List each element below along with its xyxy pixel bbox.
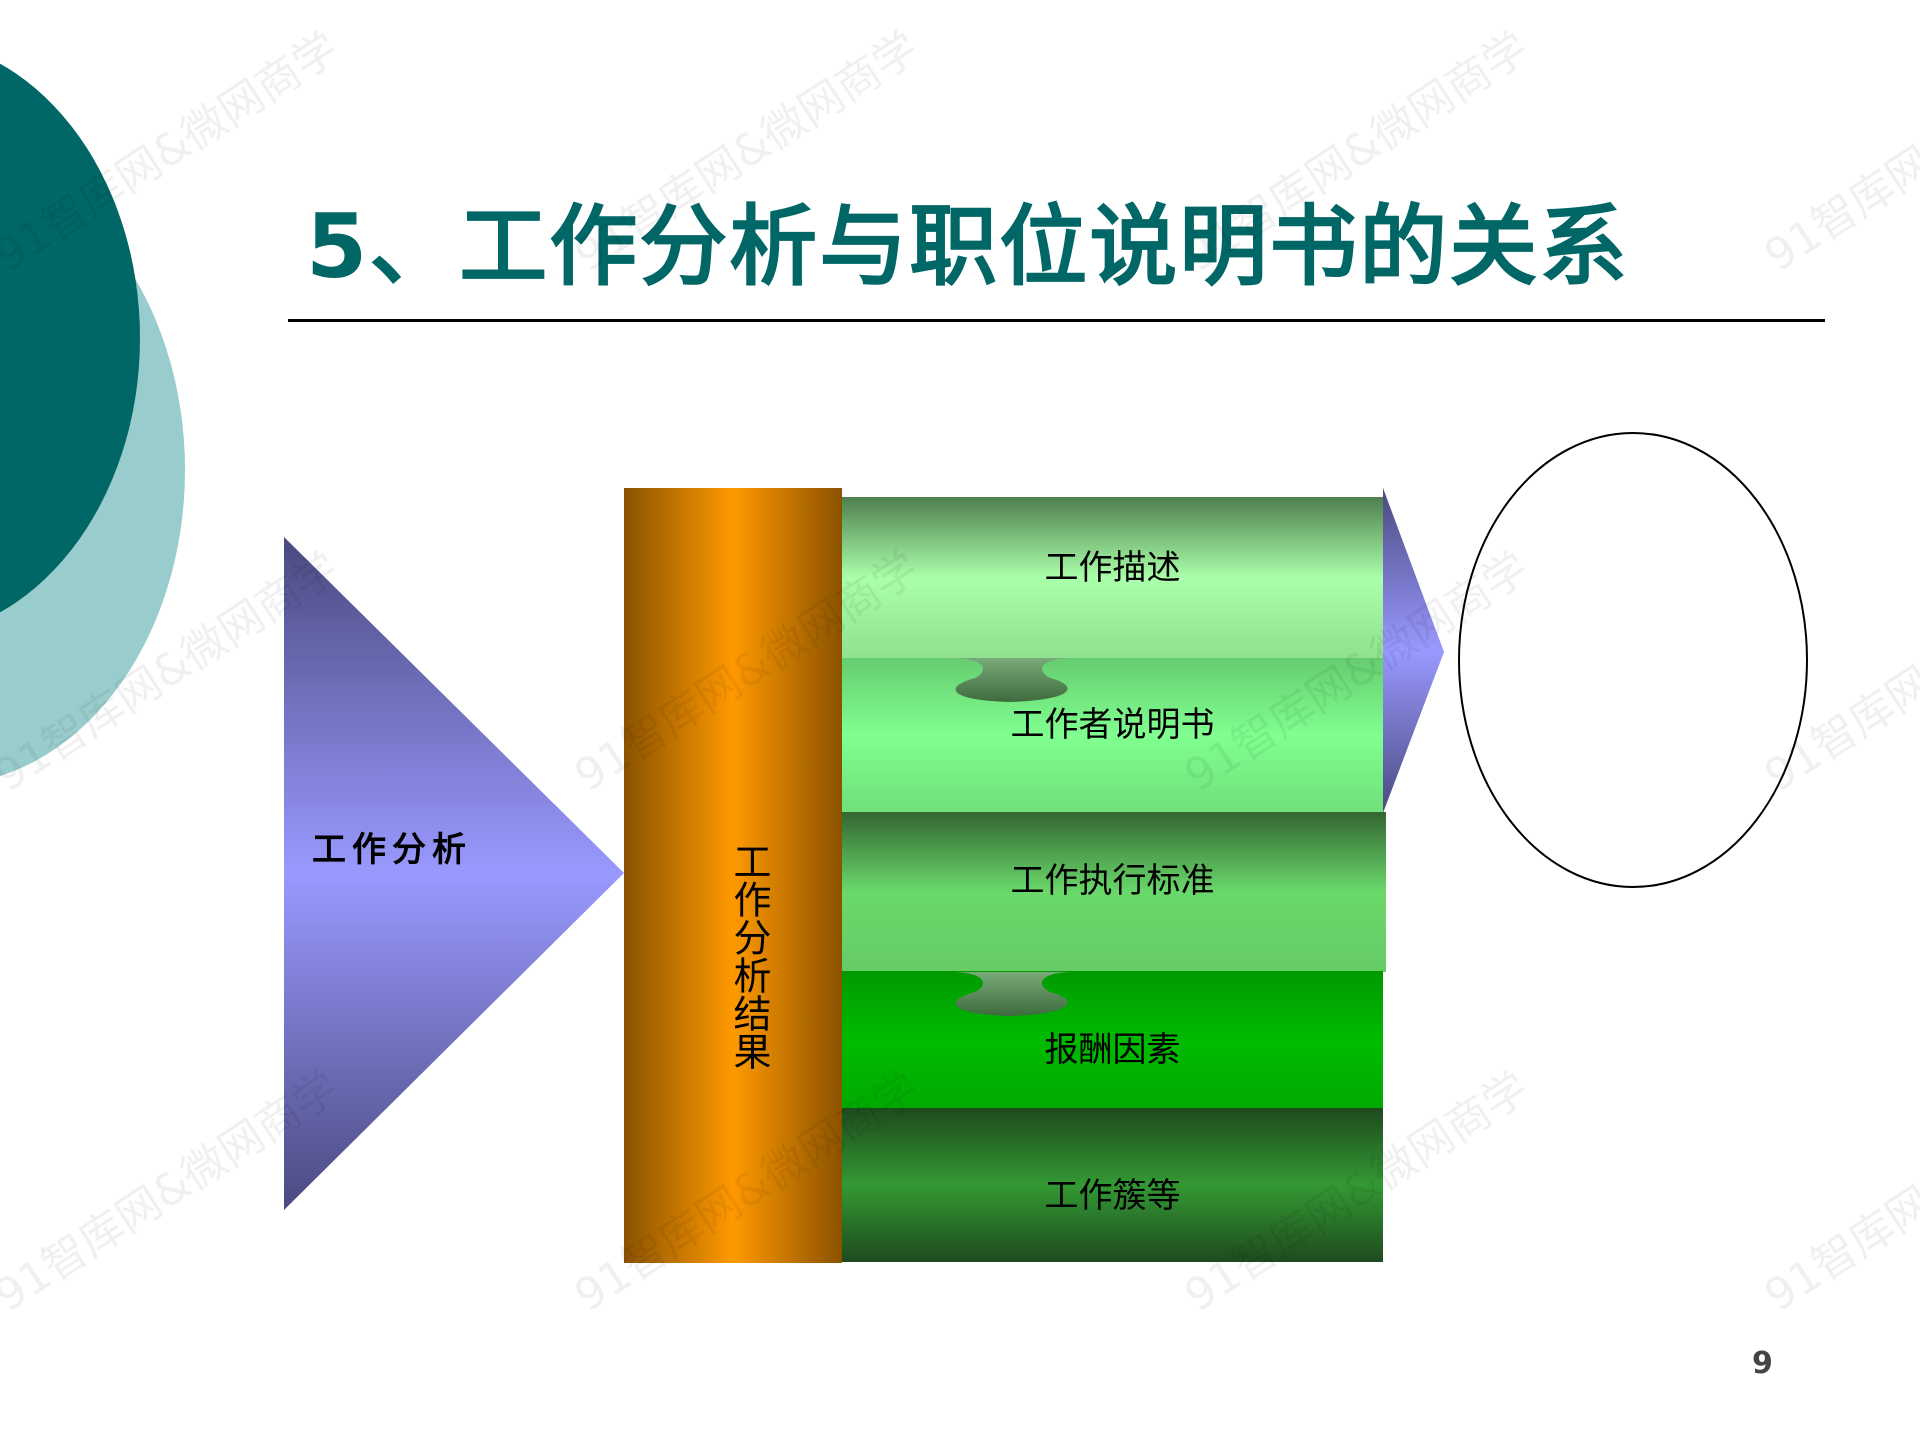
title-underline — [288, 319, 1825, 322]
bar-job-family — [842, 1108, 1383, 1262]
slide-title: 5、工作分析与职位说明书的关系 — [306, 195, 1630, 298]
bar-performance-standard — [842, 812, 1386, 972]
bar-label-performance-standard: 工作执行标准 — [1010, 861, 1215, 901]
bar-label-job-description: 工作描述 — [1044, 548, 1181, 588]
connector-knob-2 — [950, 972, 1075, 1016]
page-number: 9 — [1752, 1346, 1773, 1381]
bar-label-worker-spec: 工作者说明书 — [1010, 705, 1215, 745]
work-analysis-label: 工作分析 — [312, 830, 472, 870]
bar-label-job-family: 工作簇等 — [1044, 1176, 1181, 1216]
connector-knob-1 — [950, 658, 1075, 702]
work-analysis-triangle — [284, 537, 624, 1210]
output-arrow — [1383, 488, 1444, 813]
bar-job-description — [842, 497, 1383, 659]
bar-worker-spec — [842, 658, 1383, 813]
analysis-result-column — [624, 488, 842, 1263]
output-ellipse — [1458, 432, 1808, 888]
analysis-result-label: 工作分析结果 — [727, 842, 771, 1070]
bar-compensation-factors — [842, 971, 1383, 1109]
bar-label-compensation-factors: 报酬因素 — [1044, 1030, 1181, 1070]
